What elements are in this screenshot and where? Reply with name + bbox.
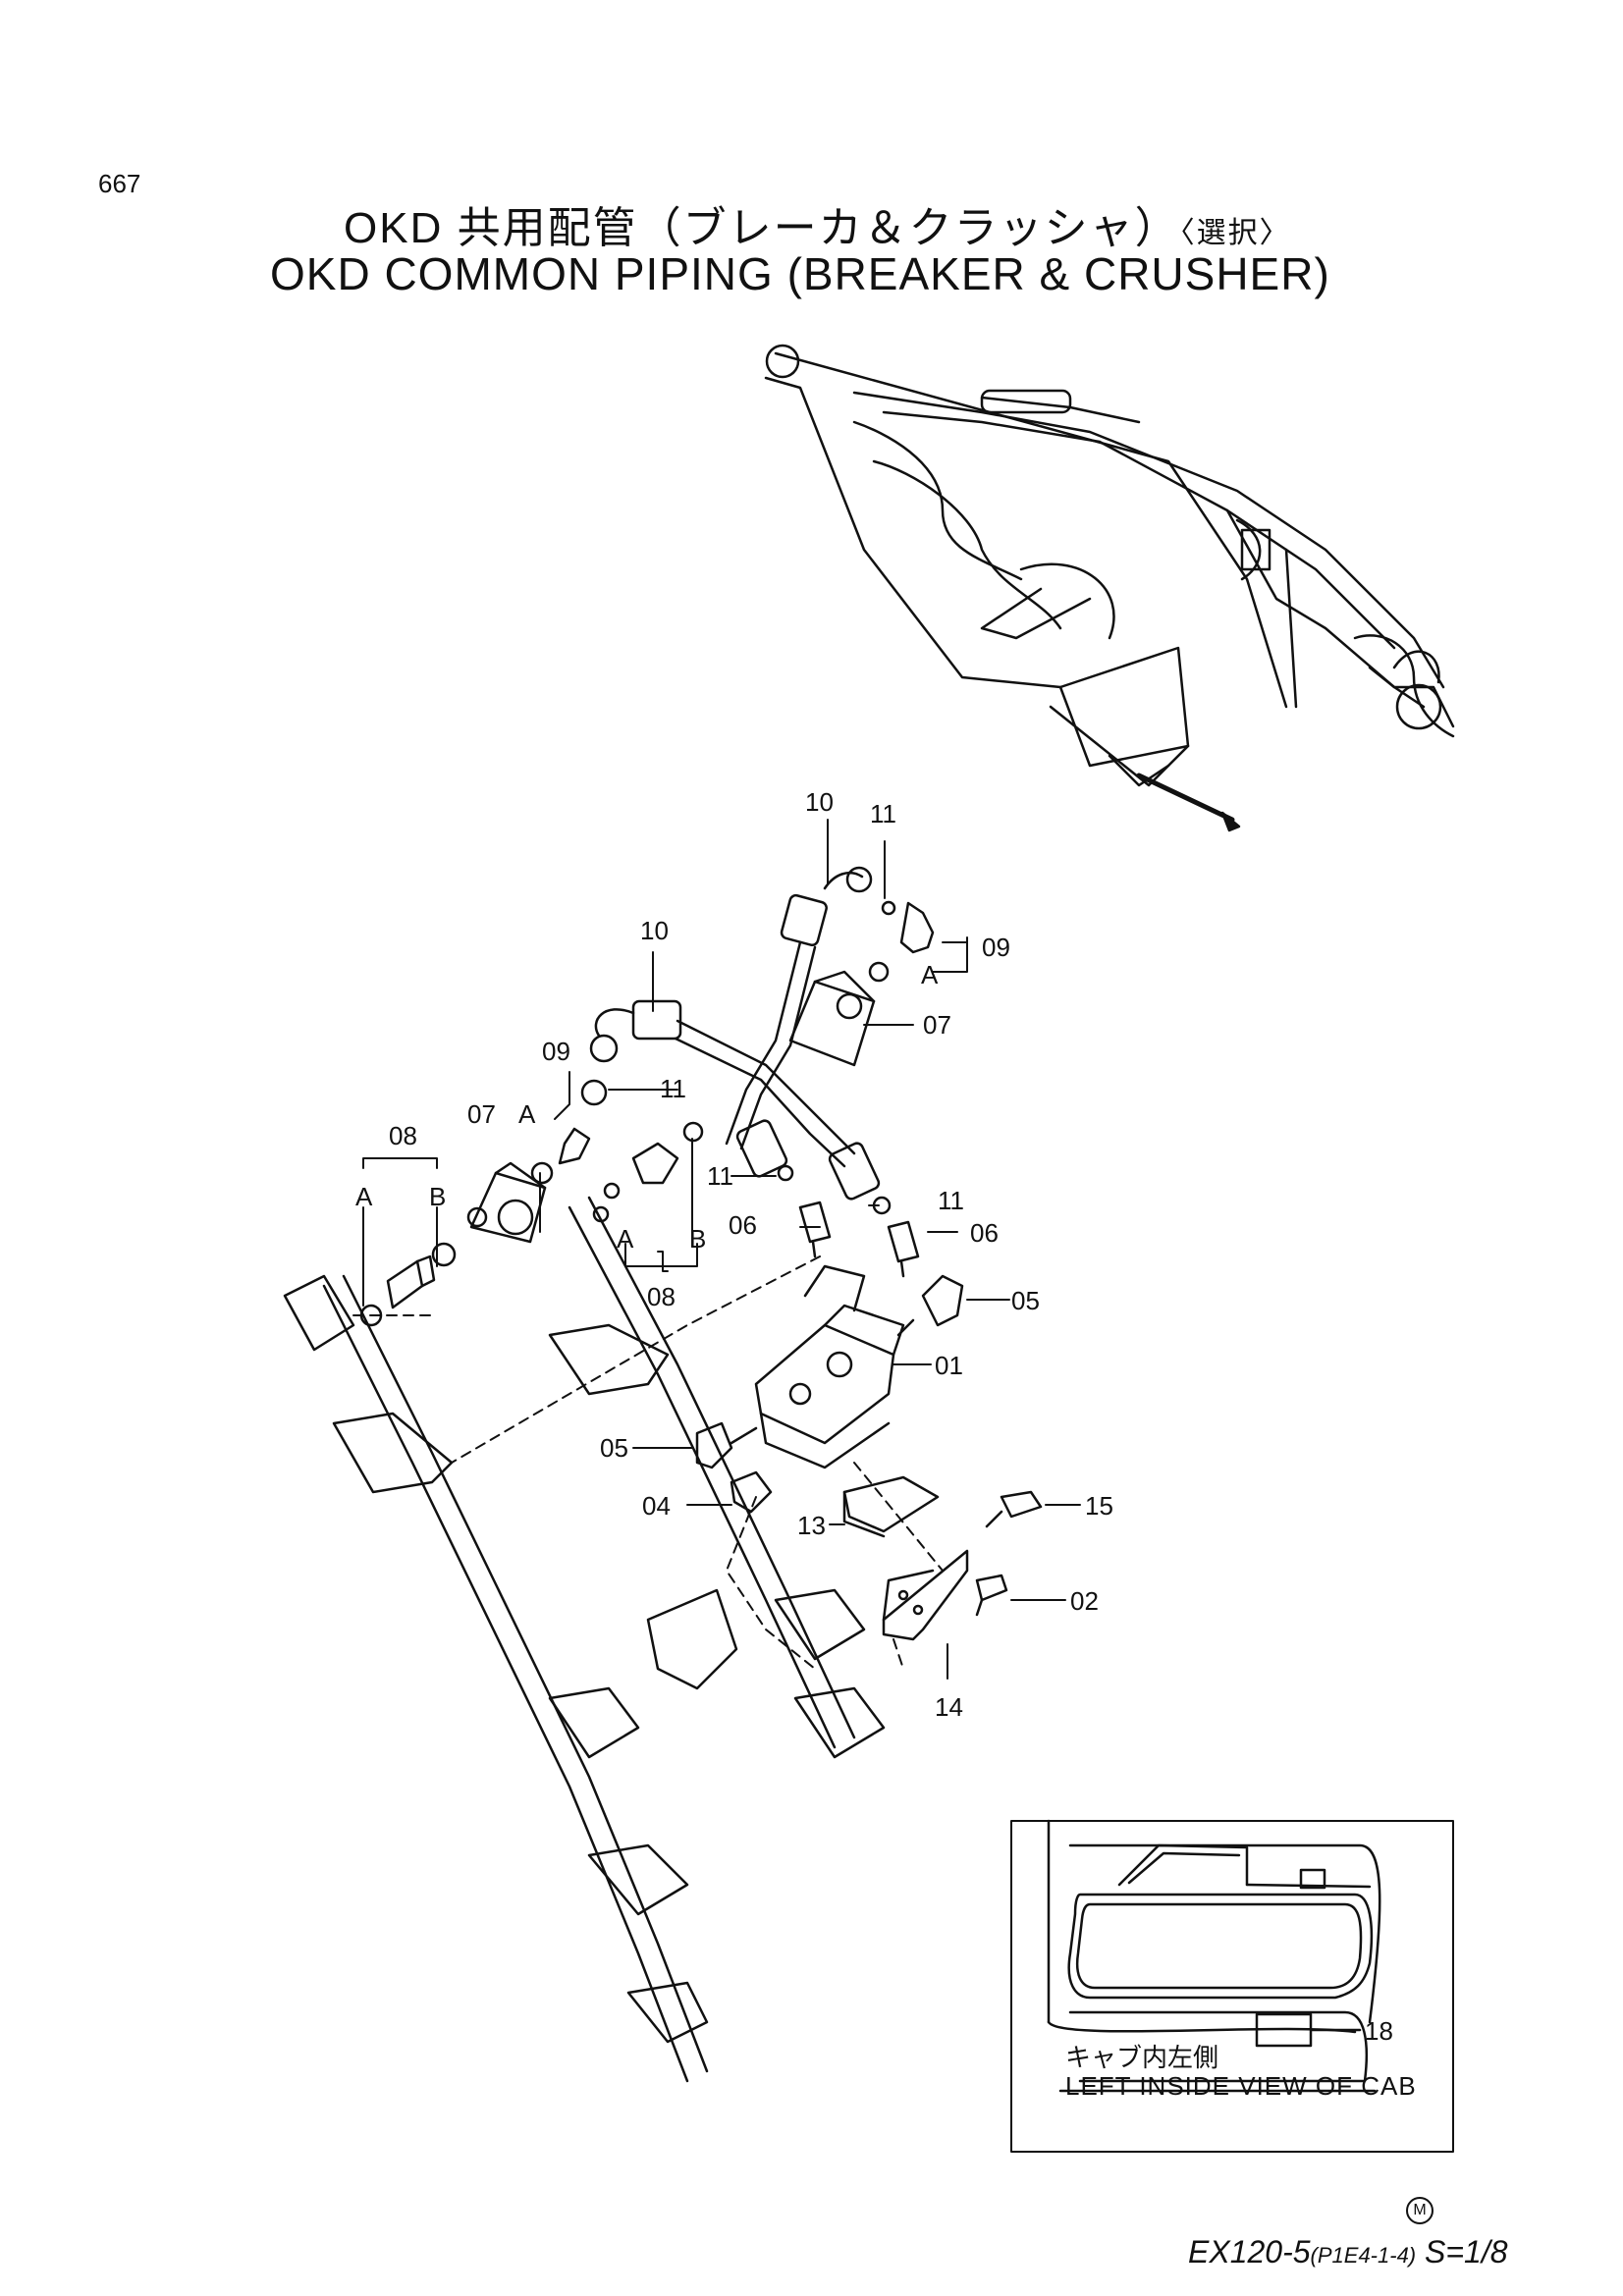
callout-a-mid: A: [518, 1099, 536, 1129]
boom-pipe-middle: [548, 1196, 886, 1759]
footer-code: (P1E4-1-4): [1310, 2243, 1417, 2268]
callout-05-left: 05: [600, 1433, 628, 1463]
footer-model-line: EX120-5(P1E4-1-4) S=1/8: [1188, 2234, 1508, 2270]
callout-07-right: 07: [923, 1010, 951, 1040]
title-jp-suffix: 〈選択〉: [1179, 217, 1291, 249]
callout-13: 13: [797, 1511, 826, 1540]
callout-01: 01: [935, 1351, 963, 1380]
page-title-english: OKD COMMON PIPING (BREAKER & CRUSHER): [270, 248, 1330, 299]
callout-08-bottom: 08: [647, 1282, 676, 1311]
callout-11-mid: 11: [660, 1074, 686, 1103]
page-title-japanese: OKD 共用配管（ブレーカ＆クラッシャ）〈選択〉: [344, 192, 1291, 255]
boom-pipe-left: [283, 1274, 709, 2083]
callout-08-top: 08: [389, 1121, 417, 1150]
callout-05-right: 05: [1011, 1286, 1040, 1315]
callout-b-center: B: [689, 1224, 706, 1254]
cab-inset: [1010, 1819, 1454, 2153]
footer-scale: S=1/8: [1425, 2234, 1508, 2269]
pipe-assembly: [589, 866, 881, 1201]
valve-01: [695, 1264, 964, 1514]
callout-a-right: A: [921, 960, 939, 989]
inset-caption-japanese: キャブ内左側: [1065, 2043, 1219, 2072]
boom-arm-overview: [764, 344, 1455, 832]
page-number: 667: [98, 169, 141, 198]
callout-a-center: A: [617, 1224, 634, 1254]
callout-09-left: 09: [542, 1037, 570, 1066]
fittings-group: [359, 900, 935, 1327]
title-jp-main: OKD 共用配管（ブレーカ＆クラッシャ）: [344, 204, 1180, 252]
callout-06-left: 06: [729, 1210, 757, 1240]
dashed-leaders: [352, 1255, 944, 1670]
callout-09-right: 09: [982, 933, 1010, 962]
callout-10-mid: 10: [640, 916, 669, 945]
callout-leaders: [362, 819, 1081, 1680]
callout-04: 04: [642, 1491, 671, 1521]
inset-caption-english: LEFT INSIDE VIEW OF CAB: [1065, 2071, 1417, 2101]
callout-11-lower-left: 11: [707, 1161, 733, 1191]
callout-06-right: 06: [970, 1218, 999, 1248]
callout-10-top: 10: [805, 787, 834, 817]
callout-11-lower-right: 11: [938, 1186, 964, 1215]
callout-11-top: 11: [870, 799, 896, 828]
callout-15: 15: [1085, 1491, 1113, 1521]
callout-14: 14: [935, 1692, 963, 1722]
footer-model: EX120-5: [1188, 2234, 1311, 2269]
callout-labels: 10 11 09 A 10 07 09 11 A 07 08 A B 11 11…: [355, 787, 1393, 2046]
callout-02: 02: [1070, 1586, 1099, 1616]
brackets-bolts: [842, 1475, 1043, 1641]
callout-a-left: A: [355, 1182, 373, 1211]
callout-b-left: B: [429, 1182, 446, 1211]
nipples-06: [777, 1164, 920, 1278]
callout-07-left: 07: [467, 1099, 496, 1129]
callout-18: 18: [1365, 2016, 1393, 2046]
m-circle-mark: M: [1406, 2197, 1434, 2224]
